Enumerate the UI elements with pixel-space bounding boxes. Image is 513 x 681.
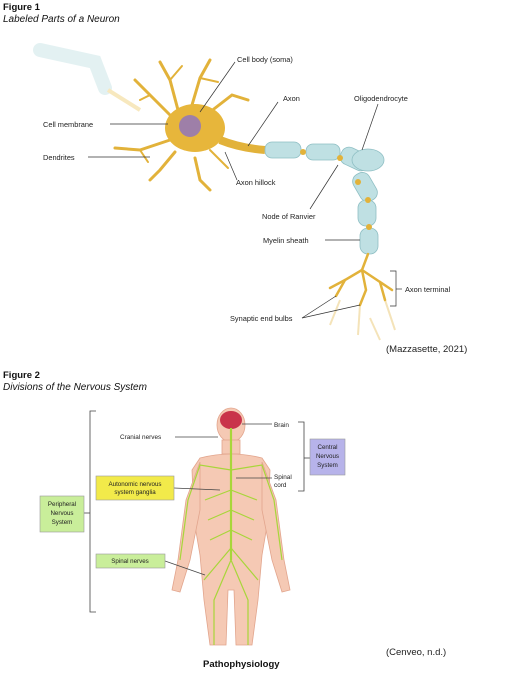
page-footer: Pathophysiology — [203, 659, 280, 670]
central-label-line1: Central — [318, 444, 338, 451]
central-nervous-system-box — [309, 438, 346, 476]
peripheral-label-line1: Peripheral — [48, 501, 76, 508]
label-synaptic-end-bulbs: Synaptic end bulbs — [230, 314, 293, 323]
faded-axon-segment — [33, 43, 142, 112]
central-label-line3: System — [317, 462, 338, 469]
nerves-graphic — [179, 428, 283, 645]
label-axon: Axon — [283, 94, 300, 103]
label-dendrites: Dendrites — [43, 153, 75, 162]
dendrites-graphic — [113, 58, 250, 192]
label-spinal-cord-line1: Spinal — [274, 474, 292, 481]
label-soma: Cell body (soma) — [237, 55, 293, 64]
label-cell-membrane: Cell membrane — [43, 120, 93, 129]
spinal-nerves-label: Spinal nerves — [111, 558, 149, 565]
label-spinal-cord-line2: cord — [274, 482, 287, 489]
nodes-of-ranvier — [300, 149, 372, 230]
label-node-of-ranvier: Node of Ranvier — [262, 212, 316, 221]
axon-terminal-graphic — [328, 252, 394, 307]
central-label-line2: Nervous — [316, 453, 339, 460]
autonomic-label-line2: system ganglia — [114, 489, 156, 496]
brain-graphic — [220, 411, 242, 429]
peripheral-label-line3: System — [52, 519, 73, 526]
figure2-leader-lines — [164, 423, 272, 576]
peripheral-bracket — [84, 410, 96, 613]
figure2-title: Figure 2 — [3, 370, 40, 381]
spinal-nerves-box — [95, 553, 166, 569]
leader-lines — [88, 61, 402, 319]
central-bracket — [298, 421, 310, 492]
autonomic-ganglia-box — [95, 475, 175, 501]
figure2-subtitle: Divisions of the Nervous System — [3, 382, 147, 393]
peripheral-nervous-system-box — [39, 495, 85, 533]
label-oligodendrocyte: Oligodendrocyte — [354, 94, 408, 103]
oligodendrocyte-graphic — [351, 148, 385, 172]
peripheral-label-line2: Nervous — [50, 510, 73, 517]
figure1-subtitle: Labeled Parts of a Neuron — [3, 14, 120, 25]
label-cranial-nerves: Cranial nerves — [120, 434, 161, 441]
autonomic-label-line1: Autonomic nervous — [109, 481, 162, 488]
faded-terminal — [329, 299, 396, 341]
neuron-diagram: Cell body (soma) Axon Oligodendrocyte Ce… — [33, 43, 451, 341]
axon-hillock-graphic — [218, 136, 266, 154]
label-myelin-sheath: Myelin sheath — [263, 236, 309, 245]
label-axon-terminal: Axon terminal — [405, 285, 451, 294]
figure1-citation: (Mazzasette, 2021) — [386, 344, 468, 355]
label-brain: Brain — [274, 422, 289, 429]
figure2-citation: (Cenveo, n.d.) — [386, 647, 447, 658]
label-axon-hillock: Axon hillock — [236, 178, 276, 187]
figure1-title: Figure 1 — [3, 2, 40, 13]
soma-nucleus — [179, 115, 201, 137]
